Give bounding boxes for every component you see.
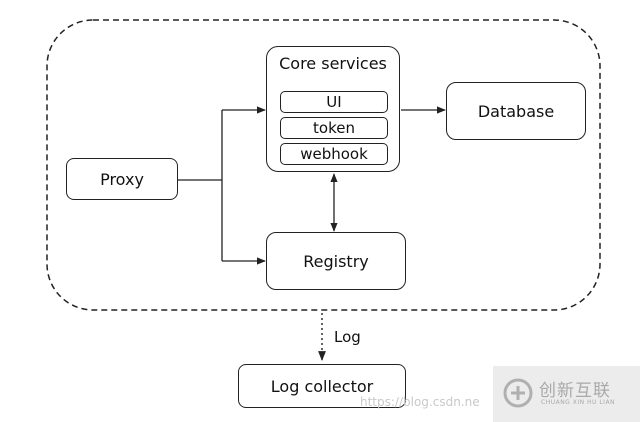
brand-name-en: CHUANG XIN HU LIAN <box>541 399 616 406</box>
token-component: token <box>280 117 388 139</box>
core-services-node: Core services UI token webhook <box>266 46 400 172</box>
proxy-label: Proxy <box>100 169 144 189</box>
watermark-url: https://blog.csdn.ne <box>360 395 480 409</box>
registry-node: Registry <box>266 232 406 290</box>
log-collector-node: Log collector <box>238 364 406 408</box>
proxy-node: Proxy <box>66 158 178 200</box>
database-label: Database <box>477 101 555 121</box>
registry-label: Registry <box>303 251 369 271</box>
core-services-title: Core services <box>279 54 387 73</box>
webhook-component: webhook <box>280 143 388 165</box>
database-node: Database <box>446 82 586 140</box>
brand-logo-icon <box>503 378 533 408</box>
brand-name-cn: 创新互联 <box>539 381 611 401</box>
log-edge-label: Log <box>334 328 361 346</box>
ui-component: UI <box>280 91 388 113</box>
brand-watermark: 创新互联 CHUANG XIN HU LIAN <box>493 366 640 422</box>
log-collector-label: Log collector <box>270 376 374 396</box>
deployment-boundary <box>46 19 601 311</box>
